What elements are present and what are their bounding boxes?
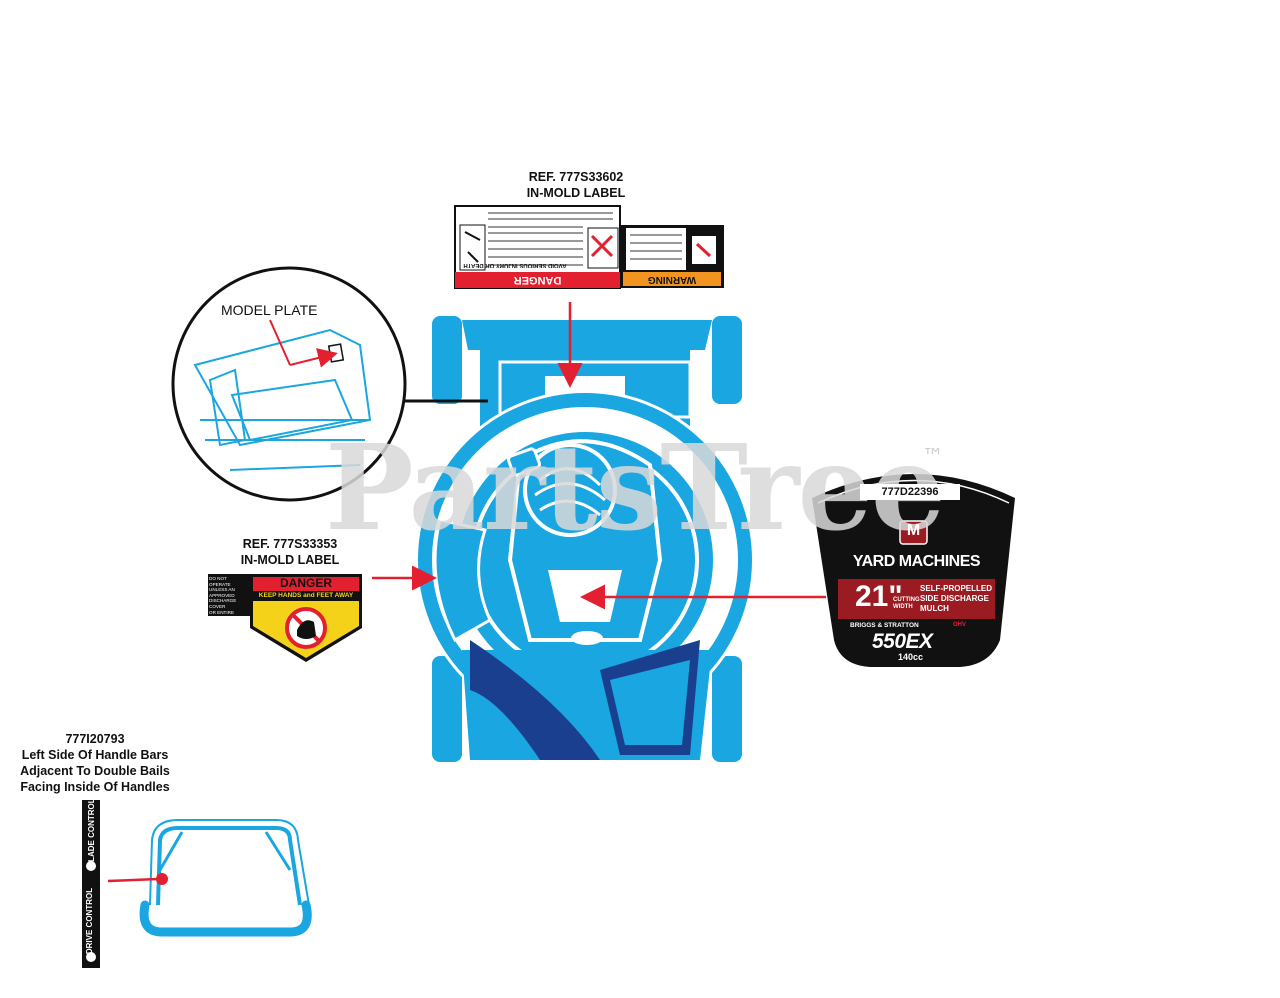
- danger-label-graphic: [208, 574, 362, 662]
- danger-header: DANGER: [279, 576, 332, 590]
- handle-arrow: [107, 877, 159, 883]
- top-ref-callout: REF. 777S33602 IN-MOLD LABEL: [476, 169, 676, 201]
- brand-logo: M: [906, 522, 921, 539]
- top-label-danger-sub: AVOID SERIOUS INJURY OR DEATH: [463, 262, 567, 268]
- model-plate-callout: [171, 266, 407, 502]
- model-plate-label: MODEL PLATE: [221, 302, 318, 318]
- danger-subtext: KEEP HANDS and FEET AWAY: [258, 592, 354, 599]
- blade-control-text: BLADE CONTROL: [87, 798, 96, 868]
- engine-model: 550EX: [872, 630, 933, 653]
- drive-control-text: DRIVE CONTROL: [85, 887, 94, 955]
- top-ref-number: REF. 777S33602: [528, 170, 624, 184]
- handle-location-2: Adjacent To Double Bails: [20, 764, 170, 778]
- engine-brand: BRIGGS & STRATTON: [850, 622, 919, 629]
- brand-decal-graphic: [812, 474, 1015, 667]
- top-label-danger: DANGER: [513, 274, 562, 286]
- brand-name: YARD MACHINES: [852, 553, 981, 570]
- handle-decal-graphic: [82, 800, 100, 968]
- handle-part-number: 777I20793: [65, 732, 125, 746]
- danger-side-text: DO NOT OPERATE UNLESS AN APPROVED DISCHA…: [209, 576, 243, 632]
- top-label-warning: WARNING: [647, 274, 697, 285]
- handle-illustration: [139, 819, 312, 937]
- left-ref-number: REF. 777S33353: [242, 537, 338, 551]
- left-ref-type: IN-MOLD LABEL: [240, 553, 340, 567]
- handle-location-3: Facing Inside Of Handles: [20, 780, 170, 794]
- width-caption: CUTTING WIDTH: [893, 597, 920, 610]
- trademark-symbol: ™: [922, 445, 944, 470]
- top-label-graphic: [454, 205, 724, 289]
- engine-displacement: 140cc: [898, 652, 924, 662]
- decal-part-number: 777D22396: [860, 484, 960, 500]
- handle-location-1: Left Side Of Handle Bars: [21, 748, 169, 762]
- brand-features: SELF-PROPELLED SIDE DISCHARGE MULCH: [920, 584, 993, 613]
- engine-badge: OHV: [953, 622, 967, 628]
- left-ref-callout: REF. 777S33353 IN-MOLD LABEL: [190, 536, 390, 568]
- mower-illustration: [415, 316, 755, 762]
- handle-callout: 777I20793 Left Side Of Handle Bars Adjac…: [2, 731, 188, 795]
- cutting-width: 21": [855, 580, 903, 613]
- top-ref-type: IN-MOLD LABEL: [526, 186, 626, 200]
